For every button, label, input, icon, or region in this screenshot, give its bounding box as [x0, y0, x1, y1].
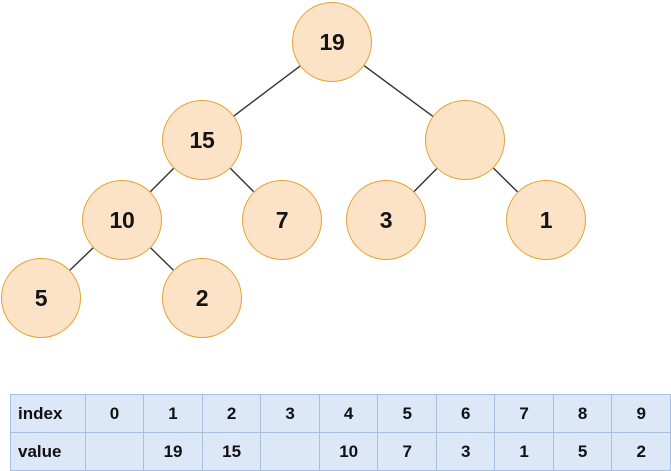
table-row-label-value: value	[10, 432, 86, 471]
tree-node-5[interactable]: 5	[1, 258, 81, 338]
table-cell-value-3	[260, 432, 320, 471]
tree-node-15[interactable]: 15	[162, 100, 242, 180]
tree-node-label: 15	[189, 126, 215, 153]
tree-node-1[interactable]: 1	[506, 180, 586, 260]
tree-node-10[interactable]: 10	[82, 180, 162, 260]
table-cell-index-5: 5	[377, 394, 437, 433]
table-cell-value-0	[84, 432, 145, 471]
table-cell-index-7: 7	[494, 394, 554, 433]
table-cell-index-4: 4	[318, 394, 379, 433]
tree-edge	[149, 167, 175, 193]
tree-node-7[interactable]: 7	[242, 180, 322, 260]
tree-node-label: 19	[319, 28, 345, 55]
tree-node-19[interactable]: 19	[292, 2, 372, 82]
tree-edge	[492, 167, 519, 193]
table-cell-index-8: 8	[552, 394, 613, 433]
table-cell-index-3: 3	[260, 394, 320, 433]
table-cell-value-4: 10	[318, 432, 379, 471]
table-cell-value-1: 19	[143, 432, 203, 471]
tree-node-label: 7	[275, 206, 289, 233]
table-cell-value-7: 1	[494, 432, 554, 471]
tree-edge	[229, 167, 255, 193]
table-cell-value-2: 15	[201, 432, 262, 471]
table-cell-index-2: 2	[201, 394, 262, 433]
table-cell-value-6: 3	[435, 432, 496, 471]
tree-node-label: 2	[195, 284, 209, 311]
table-cell-index-9: 9	[611, 394, 671, 433]
tree-edge	[413, 167, 438, 193]
table-cell-value-9: 2	[611, 432, 671, 471]
table-cell-index-0: 0	[84, 394, 145, 433]
table-cell-index-1: 1	[143, 394, 203, 433]
tree-node-empty[interactable]	[425, 100, 505, 180]
tree-edge	[69, 247, 94, 271]
tree-edge	[363, 65, 434, 117]
tree-node-label: 1	[539, 206, 553, 233]
table-cell-value-5: 7	[377, 432, 437, 471]
tree-edge	[233, 65, 301, 117]
table-cell-value-8: 5	[552, 432, 613, 471]
tree-node-label: 10	[109, 206, 135, 233]
tree-node-2[interactable]: 2	[162, 258, 242, 338]
tree-node-3[interactable]: 3	[346, 180, 426, 260]
table-cell-index-6: 6	[435, 394, 496, 433]
tree-node-label: 3	[379, 206, 393, 233]
tree-edges-layer	[69, 65, 519, 271]
tree-edge	[150, 247, 174, 271]
table-row-label-index: index	[10, 394, 86, 433]
tree-node-label: 5	[34, 284, 48, 311]
